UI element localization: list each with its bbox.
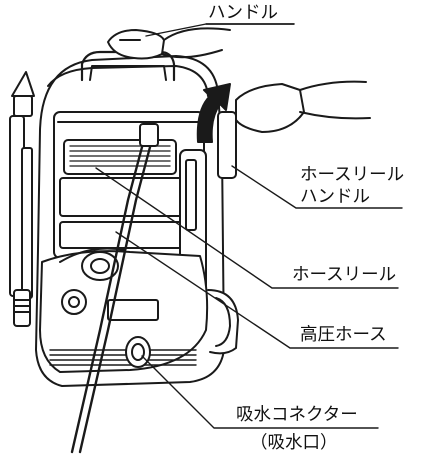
label-reel-handle-line1: ホースリール [300,165,405,185]
hand-on-handle-drawing [107,27,231,60]
high-pressure-hose-drawing [70,123,159,454]
label-hose-reel: ホースリール [292,265,397,285]
spray-lance-drawing [9,71,35,327]
rotation-arrow [196,83,231,143]
leader-hose-reel [95,167,399,289]
leader-intake-connector [141,355,379,429]
label-reel-handle-line2: ハンドル [300,187,370,207]
reel-handle-drawing [217,80,371,179]
housing-drawing [35,50,239,387]
label-intake-port: （吸水口） [250,433,338,453]
leader-lines [95,23,403,429]
label-handle: ハンドル [208,3,278,23]
leader-handle [145,23,295,37]
label-high-pressure-hose: 高圧ホース [300,325,387,345]
label-intake-connector: 吸水コネクター [236,405,358,425]
leader-high-pressure-hose [115,231,399,349]
leader-reel-handle [231,165,403,209]
